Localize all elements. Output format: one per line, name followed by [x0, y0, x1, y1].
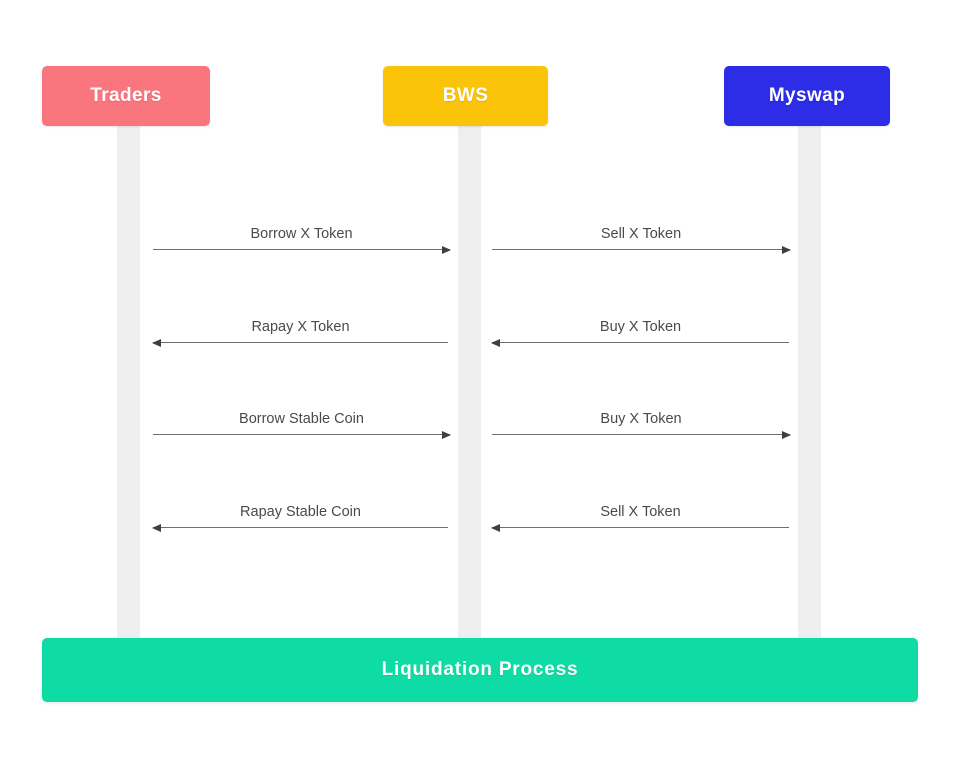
arrow-right-icon: [442, 431, 451, 439]
message-label: Sell X Token: [600, 503, 681, 520]
arrow-left-icon: [152, 524, 161, 532]
arrow-left-icon: [491, 524, 500, 532]
message-line: [492, 342, 789, 343]
message-label: Sell X Token: [600, 225, 682, 242]
arrow-right-icon: [782, 431, 791, 439]
message-line: [492, 249, 790, 250]
message-arrow[interactable]: Borrow X Token: [153, 216, 451, 254]
arrow-left-icon: [491, 339, 500, 347]
liquidation-process-banner[interactable]: Liquidation Process: [42, 638, 918, 702]
message-line: [153, 249, 450, 250]
message-line: [153, 434, 450, 435]
lifeline-bws: [458, 118, 481, 638]
message-arrow[interactable]: Buy X Token: [492, 401, 791, 439]
actor-label-bws: BWS: [442, 85, 489, 106]
message-arrow[interactable]: Rapay X Token: [152, 309, 448, 347]
message-line: [153, 527, 448, 528]
arrow-left-icon: [152, 339, 161, 347]
actor-box-bws[interactable]: BWS: [383, 66, 548, 126]
actor-label-traders: Traders: [90, 85, 162, 106]
lifeline-traders: [117, 118, 140, 638]
liquidation-process-label: Liquidation Process: [381, 659, 579, 680]
message-line: [492, 434, 790, 435]
actor-label-myswap: Myswap: [768, 85, 846, 106]
arrow-right-icon: [442, 246, 451, 254]
message-arrow[interactable]: Borrow Stable Coin: [153, 401, 451, 439]
actor-box-myswap[interactable]: Myswap: [724, 66, 890, 126]
message-arrow[interactable]: Sell X Token: [492, 216, 791, 254]
message-label: Buy X Token: [600, 410, 682, 427]
message-label: Buy X Token: [599, 318, 682, 335]
message-label: Rapay Stable Coin: [240, 503, 361, 520]
message-line: [153, 342, 448, 343]
message-label: Borrow X Token: [250, 225, 353, 242]
arrow-right-icon: [782, 246, 791, 254]
lifeline-myswap: [798, 118, 821, 638]
actor-box-traders[interactable]: Traders: [42, 66, 210, 126]
message-label: Borrow Stable Coin: [239, 410, 364, 427]
message-line: [492, 527, 789, 528]
message-arrow[interactable]: Rapay Stable Coin: [152, 494, 448, 532]
message-label: Rapay X Token: [251, 318, 350, 335]
message-arrow[interactable]: Sell X Token: [491, 494, 789, 532]
message-arrow[interactable]: Buy X Token: [491, 309, 789, 347]
